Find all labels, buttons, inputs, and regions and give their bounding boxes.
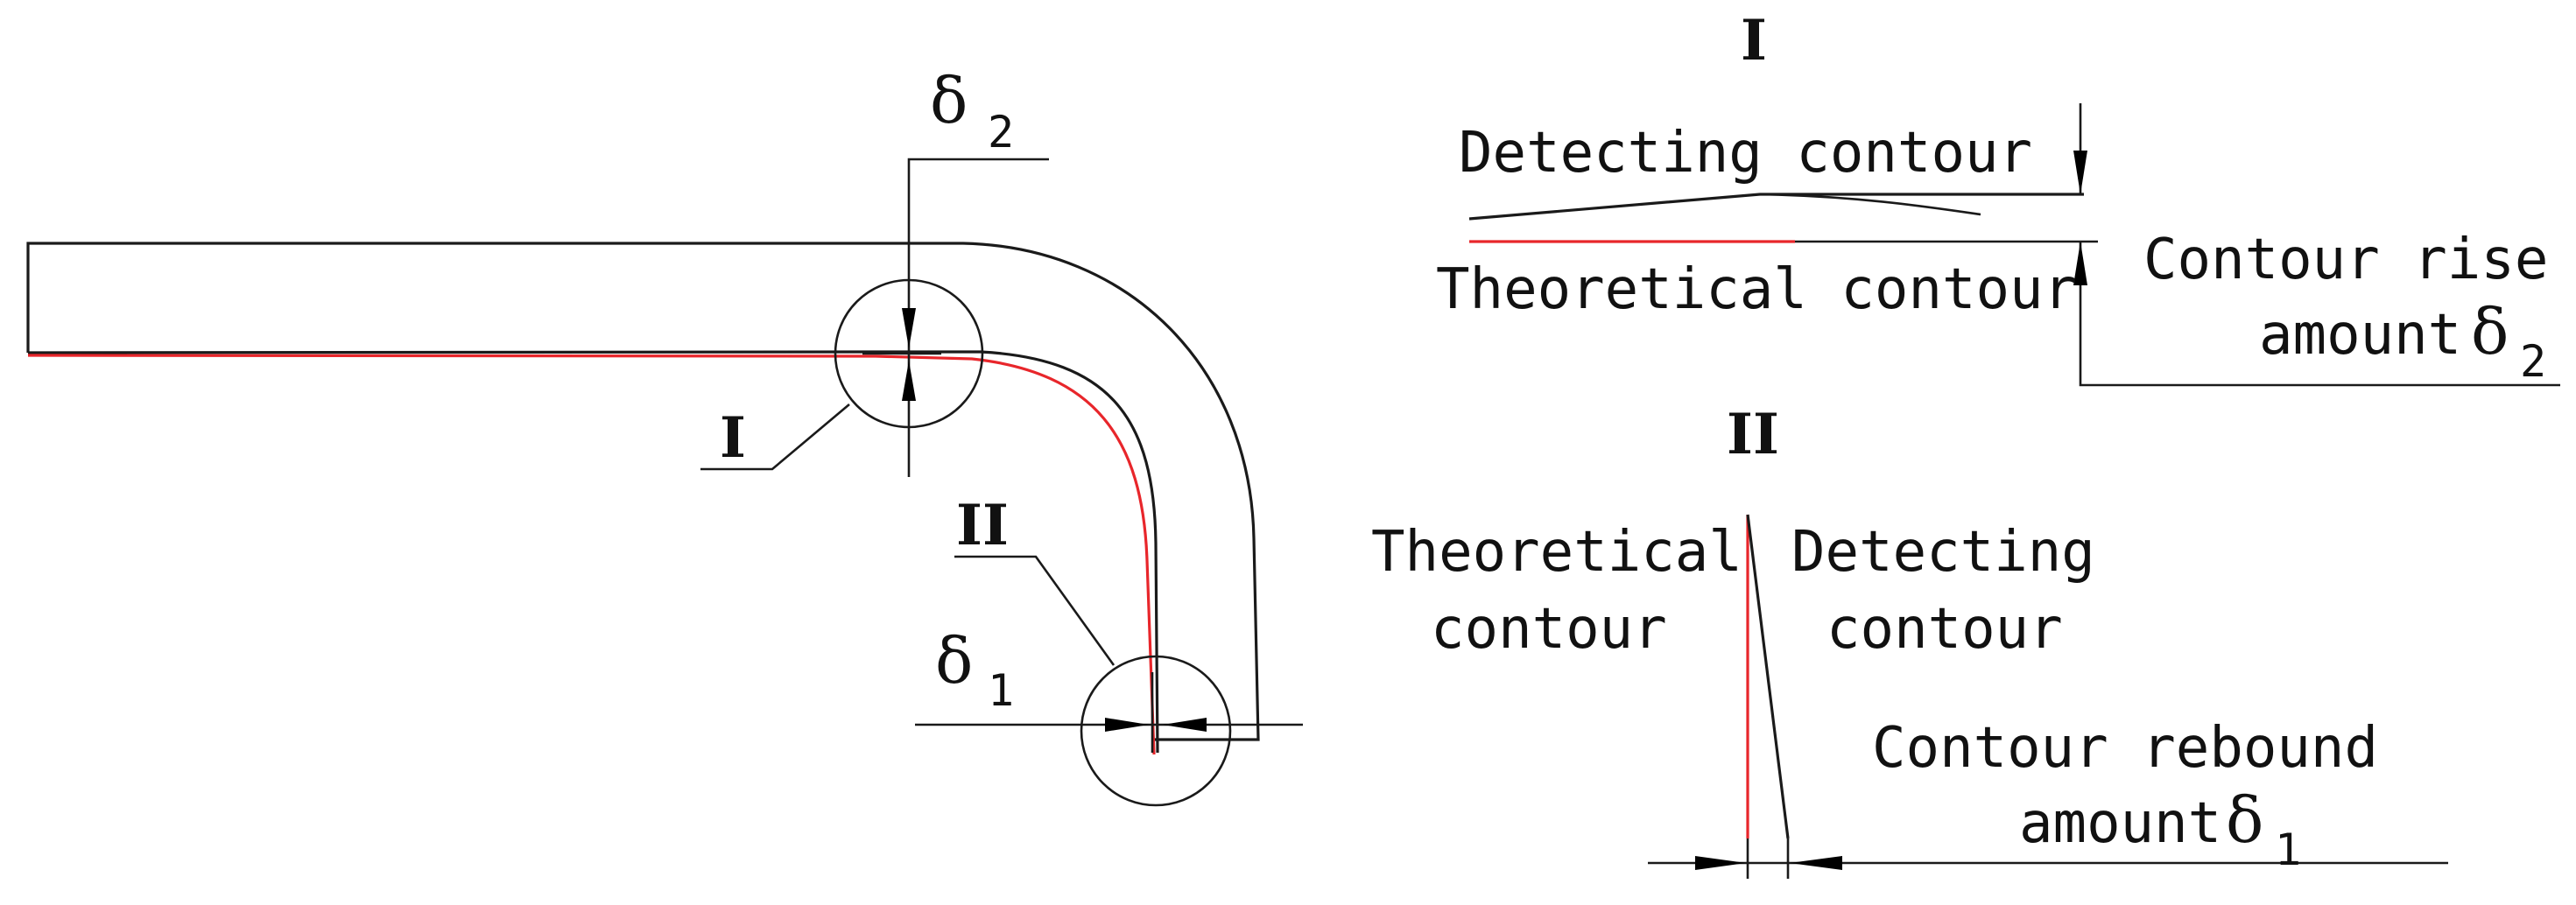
delta1-symbol: δ [935, 624, 973, 698]
theoretical-contour-main [27, 354, 1156, 755]
rebound-arrow-right [1695, 856, 1746, 870]
detail-II-marker: II [956, 493, 1009, 558]
delta2-symbol: δ [930, 64, 968, 137]
rebound-label-line2: amount [2019, 791, 2221, 856]
detecting-contour-inner [27, 350, 1159, 754]
rise-symbol: δ [2471, 295, 2509, 368]
delta2-arrow-up [902, 361, 916, 401]
part-outer-outline [26, 242, 1260, 741]
detail-I-title: I [1741, 8, 1767, 74]
detail-II: II Theoretical contour Detecting contour… [1371, 402, 2448, 879]
delta1-subscript: 1 [988, 665, 1014, 716]
rebound-label-line1: Contour rebound [1872, 716, 2378, 781]
detail-II-theoretical-line1: Theoretical [1371, 520, 1742, 585]
detail-I-theoretical-label: Theoretical contour [1436, 257, 2077, 322]
detail-II-circle [1080, 655, 1232, 807]
rebound-arrow-left [1790, 856, 1842, 870]
detail-I-detecting-contour-tail [1759, 193, 1981, 216]
detail-I-detecting-contour [1468, 193, 2084, 221]
detail-II-leader [954, 555, 1116, 666]
detail-II-title: II [1727, 402, 1779, 467]
detail-II-detecting-line2: contour [1826, 597, 2063, 662]
rise-label-line1: Contour rise [2143, 228, 2548, 292]
rise-arrow-up [2073, 242, 2087, 285]
rebound-symbol: δ [2226, 783, 2263, 857]
detail-II-detecting-contour [1746, 514, 1790, 839]
rise-subscript: 2 [2520, 336, 2546, 387]
delta1-arrow-left [1163, 718, 1207, 732]
delta2-subscript: 2 [988, 107, 1014, 158]
main-view: δ 2 I δ 1 II [26, 64, 1303, 807]
detail-I-detecting-label: Detecting contour [1459, 121, 2032, 186]
detail-II-theoretical-line2: contour [1431, 597, 1667, 662]
detail-I-leader [700, 403, 850, 471]
rebound-subscript: 1 [2275, 824, 2301, 875]
delta2-arrow-down [902, 308, 916, 348]
rise-label-line2: amount [2259, 303, 2461, 368]
detail-I-marker: I [720, 405, 746, 471]
detail-I: I Detecting contour Theoretical contour … [1436, 8, 2560, 387]
detail-II-detecting-line1: Detecting [1791, 520, 2095, 585]
rise-arrow-down [2073, 151, 2087, 194]
delta2-leader [907, 158, 1049, 162]
rise-dim-bottom [2079, 242, 2560, 387]
delta1-arrow-right [1105, 718, 1149, 732]
